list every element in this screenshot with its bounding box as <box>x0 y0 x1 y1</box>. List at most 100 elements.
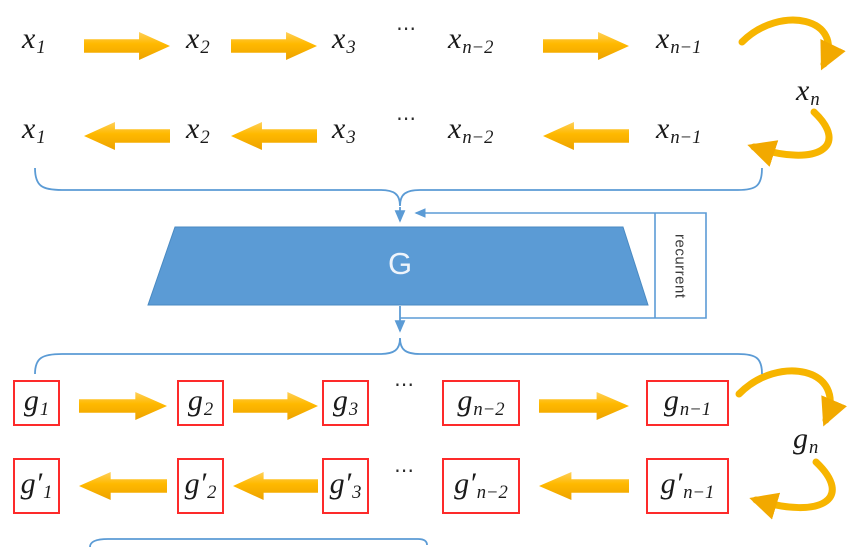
ellipsis-bottom-forward: ⋯ <box>394 372 415 396</box>
g3-forward-label: g3 <box>333 386 358 419</box>
label-sub: 3 <box>346 36 356 58</box>
xn-1-backward-label: xn−1 <box>656 114 701 147</box>
label-base: x <box>22 22 36 55</box>
gn-2-forward-label: gn−2 <box>457 386 504 419</box>
label-base: x <box>448 112 462 145</box>
gn-label: gn <box>793 424 818 457</box>
label-sub: n−2 <box>476 482 508 504</box>
label-sub: 2 <box>203 399 214 421</box>
g-backward-arrow-2 <box>233 472 318 500</box>
xn-label: xn <box>796 76 820 109</box>
label-sub: 1 <box>36 126 46 148</box>
label-base: g <box>23 384 39 418</box>
label-base: g′ <box>184 467 207 501</box>
gn-2-prime-box: g′n−2 <box>442 458 520 514</box>
x1-forward-label: x1 <box>22 24 46 57</box>
xn-loop-in-arrow <box>738 16 846 71</box>
g1-box: g1 <box>13 380 60 426</box>
label-base: x <box>448 22 462 55</box>
g2-box: g2 <box>177 380 224 426</box>
backward-arrow-1 <box>84 122 170 150</box>
xn-2-forward-label: xn−2 <box>448 24 493 57</box>
xn-2-backward-label: xn−2 <box>448 114 493 147</box>
forward-arrow-1 <box>84 32 170 60</box>
g3-box: g3 <box>322 380 369 426</box>
backward-arrow-2 <box>231 122 317 150</box>
generator-label: G <box>387 246 413 281</box>
x3-backward-label: x3 <box>332 114 356 147</box>
gn-loop-in-arrow <box>735 367 848 427</box>
label-sub: 3 <box>352 482 362 504</box>
forward-arrow-2 <box>231 32 317 60</box>
x1-backward-label: x1 <box>22 114 46 147</box>
xn-1-forward-label: xn−1 <box>656 24 701 57</box>
label-sub: n−2 <box>473 399 505 421</box>
label-base: g′ <box>329 467 352 501</box>
label-sub: n−2 <box>462 126 494 148</box>
g3-backward-label: g′3 <box>330 469 362 502</box>
recurrent-label-text: recurrent <box>671 233 689 299</box>
g2-prime-box: g′2 <box>177 458 224 514</box>
g3-prime-box: g′3 <box>322 458 369 514</box>
label-base: g <box>663 384 679 418</box>
label-sub: 3 <box>346 126 356 148</box>
g-forward-arrow-3 <box>539 392 629 420</box>
x2-backward-label: x2 <box>186 114 210 147</box>
label-base: x <box>186 22 200 55</box>
cropped-brace <box>89 538 428 548</box>
label-sub: n−1 <box>670 36 702 58</box>
label-base: x <box>186 112 200 145</box>
label-base: x <box>332 22 346 55</box>
g-forward-arrow-1 <box>79 392 167 420</box>
ellipsis-top-backward: ⋯ <box>396 106 417 130</box>
label-base: g <box>332 384 348 418</box>
label-base: g <box>793 422 808 455</box>
g1-backward-label: g′1 <box>21 469 53 502</box>
backward-arrow-3 <box>543 122 629 150</box>
g2-backward-label: g′2 <box>185 469 217 502</box>
label-sub: n−2 <box>462 36 494 58</box>
x2-forward-label: x2 <box>186 24 210 57</box>
label-base: g <box>457 384 473 418</box>
g-forward-arrow-2 <box>233 392 318 420</box>
g1-forward-label: g1 <box>24 386 49 419</box>
ellipsis-bottom-backward: ⋯ <box>394 458 415 482</box>
label-base: g′ <box>454 467 476 501</box>
label-base: x <box>796 74 810 107</box>
label-sub: n−1 <box>679 399 712 421</box>
label-sub: n <box>810 88 820 110</box>
xn-loop-out-arrow <box>747 108 833 167</box>
gn-1-prime-box: g′n−1 <box>646 458 729 514</box>
bottom-brace <box>34 337 763 375</box>
forward-arrow-3 <box>543 32 629 60</box>
gn-loop-out-arrow <box>749 458 836 520</box>
label-base: x <box>656 112 670 145</box>
g-backward-arrow-3 <box>539 472 629 500</box>
label-sub: n−1 <box>683 482 715 504</box>
label-base: x <box>332 112 346 145</box>
label-sub: 1 <box>39 399 50 421</box>
label-base: x <box>22 112 36 145</box>
label-sub: 1 <box>36 36 46 58</box>
label-base: g′ <box>20 467 43 501</box>
label-base: g′ <box>660 467 683 501</box>
gn-1-backward-label: g′n−1 <box>661 469 715 502</box>
label-sub: 2 <box>207 482 217 504</box>
gn-1-box: gn−1 <box>646 380 729 426</box>
gn-2-backward-label: g′n−2 <box>454 469 508 502</box>
label-sub: n−1 <box>670 126 702 148</box>
g-backward-arrow-1 <box>79 472 167 500</box>
label-sub: 3 <box>348 399 359 421</box>
label-base: x <box>656 22 670 55</box>
label-sub: 2 <box>200 36 210 58</box>
label-sub: 1 <box>43 482 53 504</box>
top-brace <box>34 167 763 207</box>
recurrent-label: recurrent <box>654 214 706 318</box>
g2-forward-label: g2 <box>188 386 213 419</box>
ellipsis-top-forward: ⋯ <box>396 16 417 40</box>
gn-2-box: gn−2 <box>442 380 520 426</box>
g1-prime-box: g′1 <box>13 458 60 514</box>
x3-forward-label: x3 <box>332 24 356 57</box>
label-base: g <box>187 384 203 418</box>
